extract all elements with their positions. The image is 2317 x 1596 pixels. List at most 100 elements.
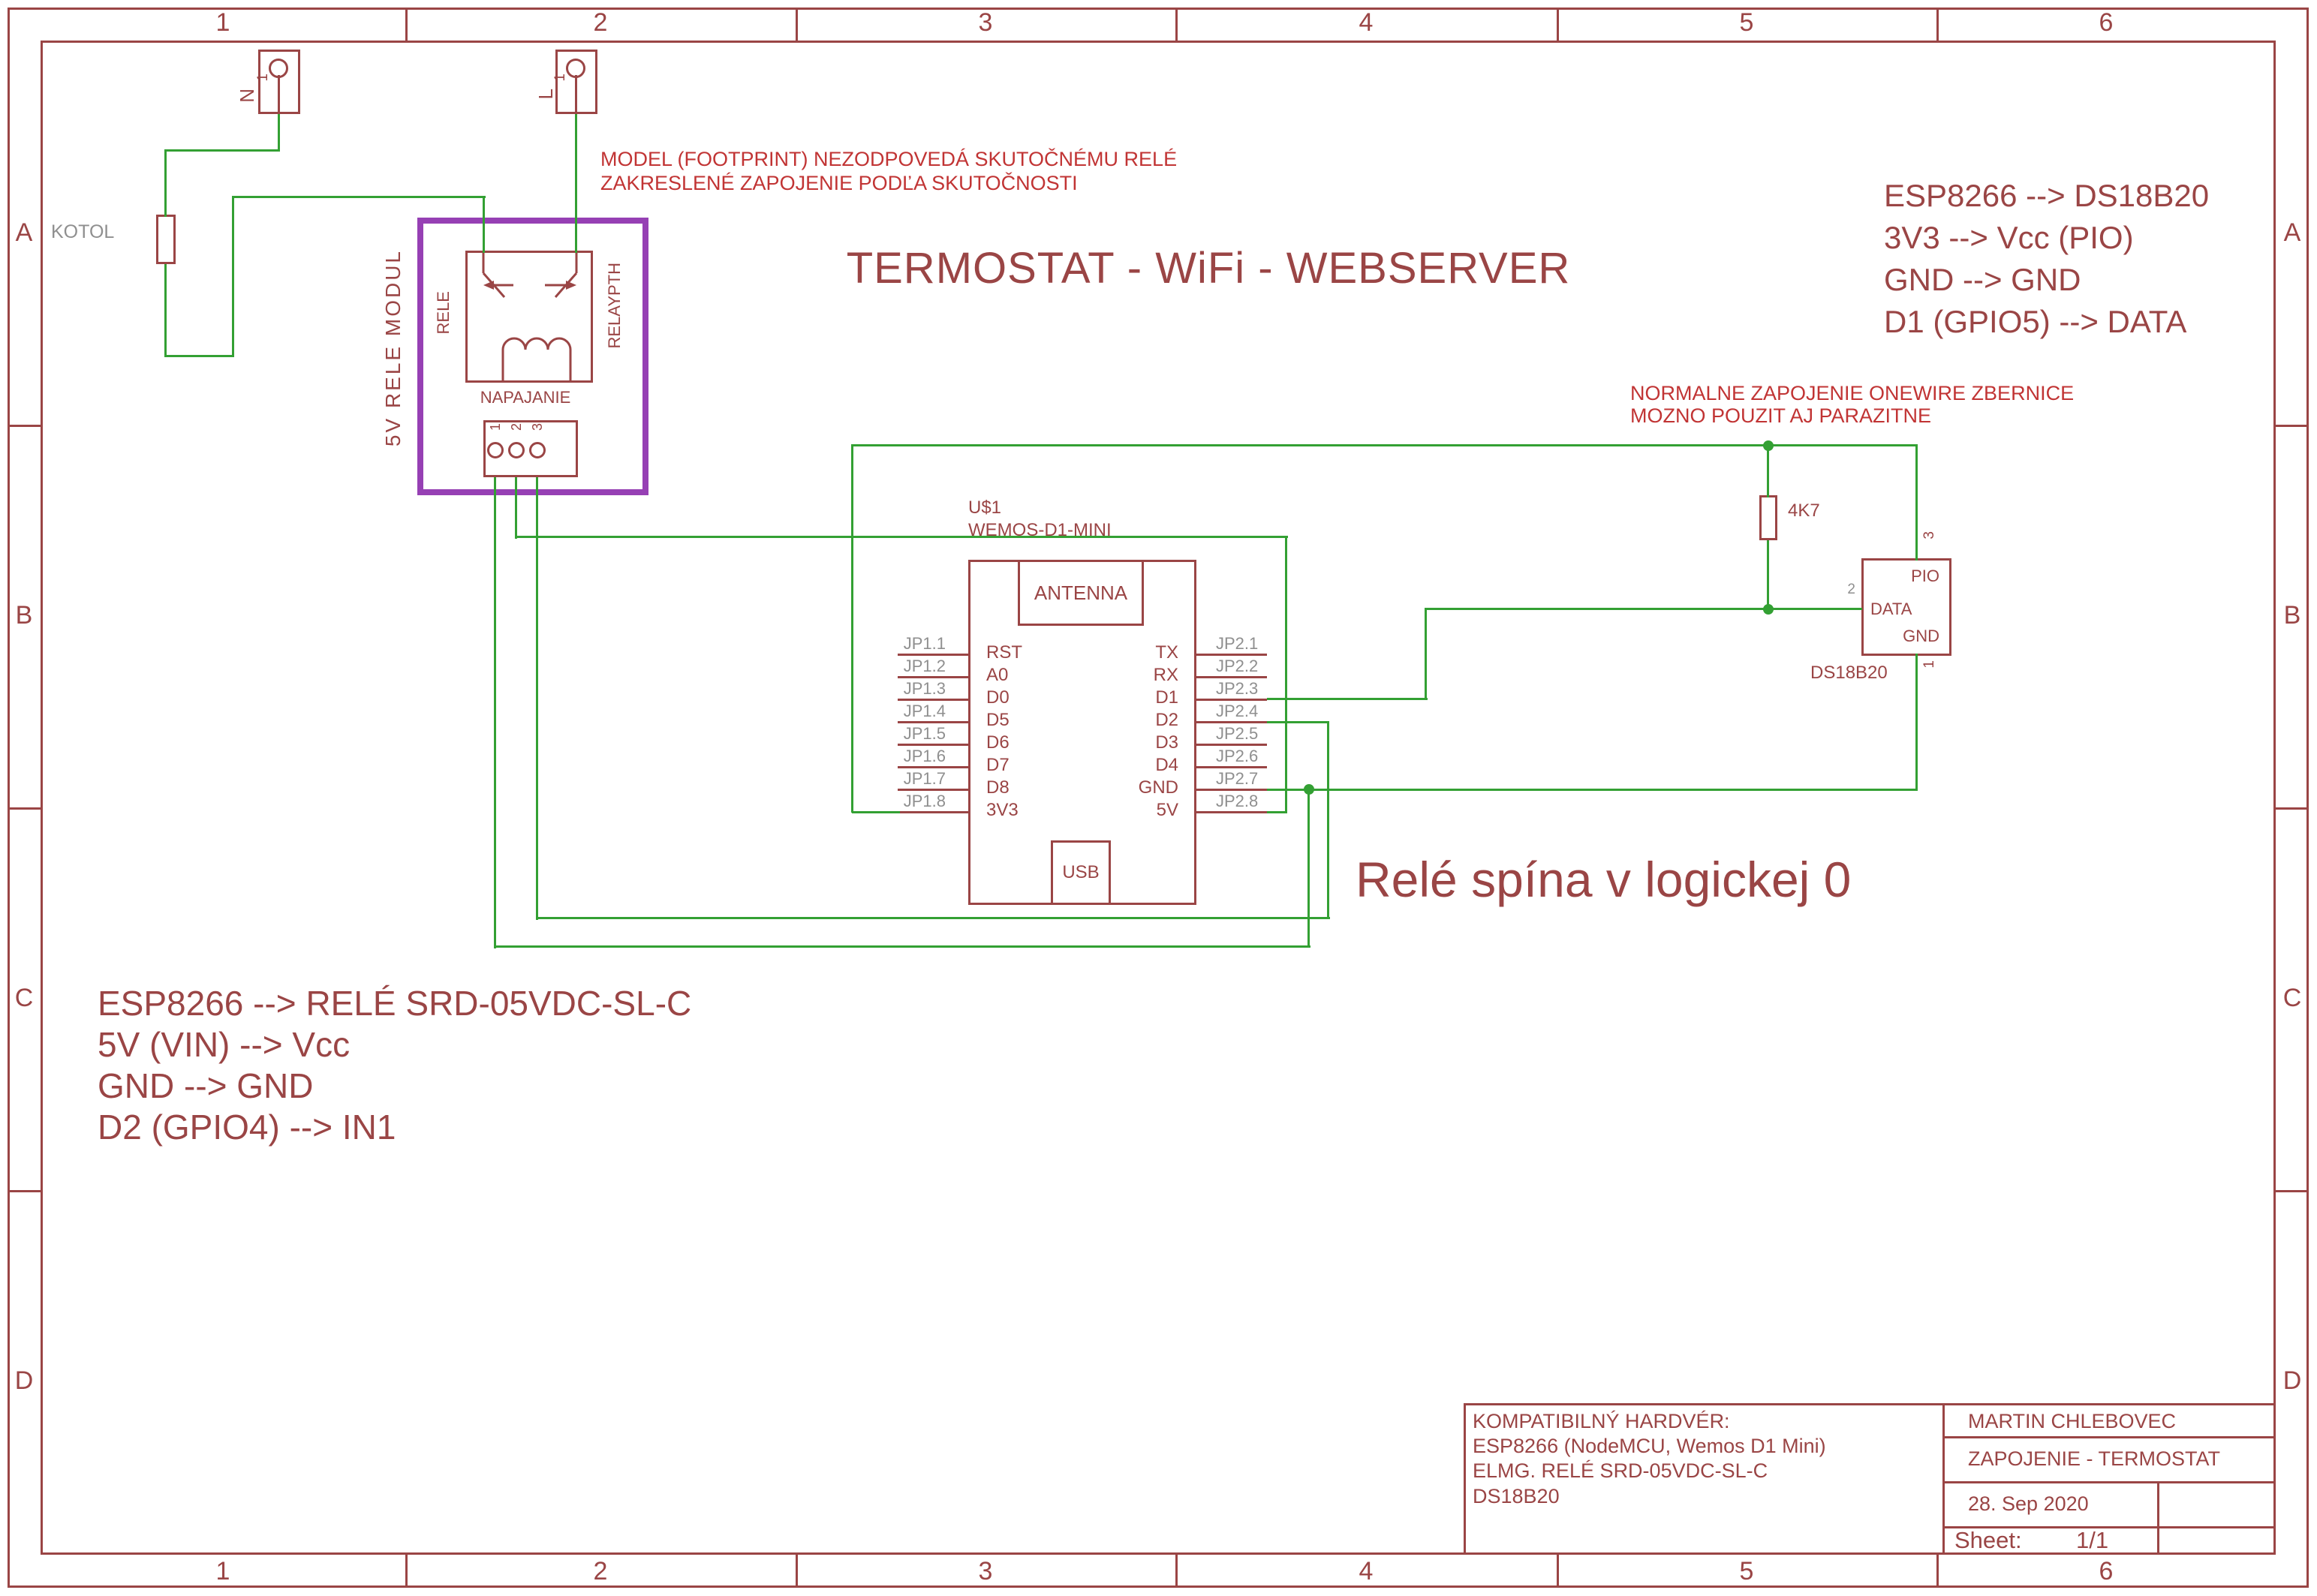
pin-ref-label: JP1.1 (903, 634, 946, 653)
wire (164, 264, 167, 357)
frame-col-label: 6 (2099, 1557, 2114, 1585)
connector-n-pin-number: 1 (255, 74, 271, 82)
pullup-resistor (1759, 495, 1777, 540)
ds18b20-pin-number-top: 3 (1921, 531, 1937, 540)
title-block-divider (2157, 1481, 2159, 1555)
frame-tick (405, 1555, 408, 1588)
wire (1267, 789, 1918, 791)
frame-tick (405, 8, 408, 41)
frame-col-label: 1 (215, 1557, 230, 1585)
connector-l-label: L (534, 89, 557, 100)
pin-name: A0 (986, 665, 1009, 685)
pin-ref-label: JP2.3 (1216, 679, 1259, 698)
wire (494, 477, 496, 948)
relay-pinheader-pad (508, 442, 525, 458)
wire (232, 196, 486, 198)
wemos-usb-box: USB (1051, 840, 1111, 905)
pin-ref-label: JP2.5 (1216, 724, 1259, 743)
relay-wiring-line: D2 (GPIO4) --> IN1 (98, 1108, 396, 1147)
wire (1915, 654, 1918, 790)
title-block-doc-title: ZAPOJENIE - TERMOSTAT (1968, 1447, 2221, 1470)
hardware-note-line: ESP8266 (NodeMCU, Wemos D1 Mini) (1473, 1435, 1826, 1457)
frame-tick (8, 807, 41, 810)
pin-stub (898, 789, 968, 791)
kotol-label: KOTOL (51, 221, 115, 242)
pin-stub (1196, 676, 1267, 678)
relay-pin-number: 2 (509, 423, 524, 431)
pin-ref-label: JP2.4 (1216, 702, 1259, 720)
onewire-note-line2: MOZNO POUZIT AJ PARAZITNE (1630, 404, 1932, 427)
junction-dot (1763, 604, 1774, 615)
title-block-date: 28. Sep 2020 (1968, 1492, 2089, 1515)
frame-col-label: 1 (215, 8, 230, 37)
frame-row-label: A (15, 218, 33, 247)
frame-inner (41, 41, 2276, 1555)
frame-outer (8, 8, 2309, 1588)
pin-name: D3 (1155, 732, 1178, 753)
relay-pin-number: 3 (530, 423, 545, 431)
pin-name: D4 (1155, 755, 1178, 775)
pin-ref-label: JP1.7 (903, 769, 946, 788)
ds18b20-pin-number-bottom: 1 (1921, 660, 1937, 669)
pin-name: D7 (986, 755, 1010, 775)
relay-coil-label-left: RELE (434, 291, 453, 335)
wire (164, 149, 280, 152)
pin-ref-label: JP1.2 (903, 657, 946, 675)
ds18b20-pin-gnd: GND (1903, 627, 1939, 645)
frame-tick (8, 425, 41, 427)
frame-col-label: 5 (1739, 8, 1754, 37)
hardware-note-line: ELMG. RELÉ SRD-05VDC-SL-C (1473, 1459, 1768, 1482)
frame-col-label: 4 (1359, 1557, 1374, 1585)
pin-name: D0 (986, 687, 1010, 708)
pin-name: 3V3 (986, 800, 1019, 820)
wire (164, 149, 167, 217)
wemos-antenna-box: ANTENNA (1018, 560, 1144, 626)
title-block-sheet-value: 1/1 (2076, 1527, 2109, 1553)
pin-stub (1196, 744, 1267, 746)
frame-row-label: D (14, 1366, 34, 1395)
pin-name: GND (1138, 777, 1178, 798)
frame-tick (1936, 1555, 1939, 1588)
pin-stub (1196, 789, 1267, 791)
frame-tick (2276, 1190, 2309, 1192)
frame-row-label: A (2283, 218, 2301, 247)
wemos-usb-label: USB (1062, 861, 1100, 882)
relay-wiring-line: ESP8266 --> RELÉ SRD-05VDC-SL-C (98, 984, 692, 1023)
wemos-antenna-label: ANTENNA (1034, 581, 1128, 604)
pin-ref-label: JP2.7 (1216, 769, 1259, 788)
frame-col-label: 3 (978, 8, 993, 37)
page-title: TERMOSTAT - WiFi - WEBSERVER (846, 244, 1571, 293)
pin-stub (1196, 721, 1267, 723)
pin-name: RX (1153, 665, 1178, 685)
pin-name: D6 (986, 732, 1010, 753)
relay-module-box (417, 218, 648, 495)
frame-tick (1175, 8, 1178, 41)
relay-wiring-line: 5V (VIN) --> Vcc (98, 1025, 351, 1064)
wire (851, 445, 853, 813)
pin-stub (898, 744, 968, 746)
pin-name: D1 (1155, 687, 1178, 708)
wire (232, 196, 234, 357)
title-block-divider (1944, 1436, 2276, 1438)
wire (1285, 536, 1287, 813)
relay-napajanie-label: NAPAJANIE (480, 388, 571, 407)
frame-row-label: B (15, 601, 33, 630)
frame-col-label: 5 (1739, 1557, 1754, 1585)
wire (1915, 445, 1918, 561)
pin-stub (898, 699, 968, 701)
connector-l-pin-number: 1 (552, 74, 568, 82)
pin-ref-label: JP2.6 (1216, 747, 1259, 765)
junction-dot (1304, 784, 1314, 795)
wire (1307, 789, 1310, 948)
ds18b20-pin-data: DATA (1870, 600, 1912, 618)
relay-wiring-line: GND --> GND (98, 1066, 314, 1105)
pin-name: RST (986, 642, 1022, 663)
wire (851, 444, 1918, 446)
relay-pin-number: 1 (488, 423, 503, 431)
frame-tick (8, 1190, 41, 1192)
frame-col-label: 4 (1359, 8, 1374, 37)
title-block-sheet-label: Sheet: (1954, 1527, 2022, 1553)
pin-ref-label: JP1.4 (903, 702, 946, 720)
connector-n-label: N (236, 89, 258, 103)
